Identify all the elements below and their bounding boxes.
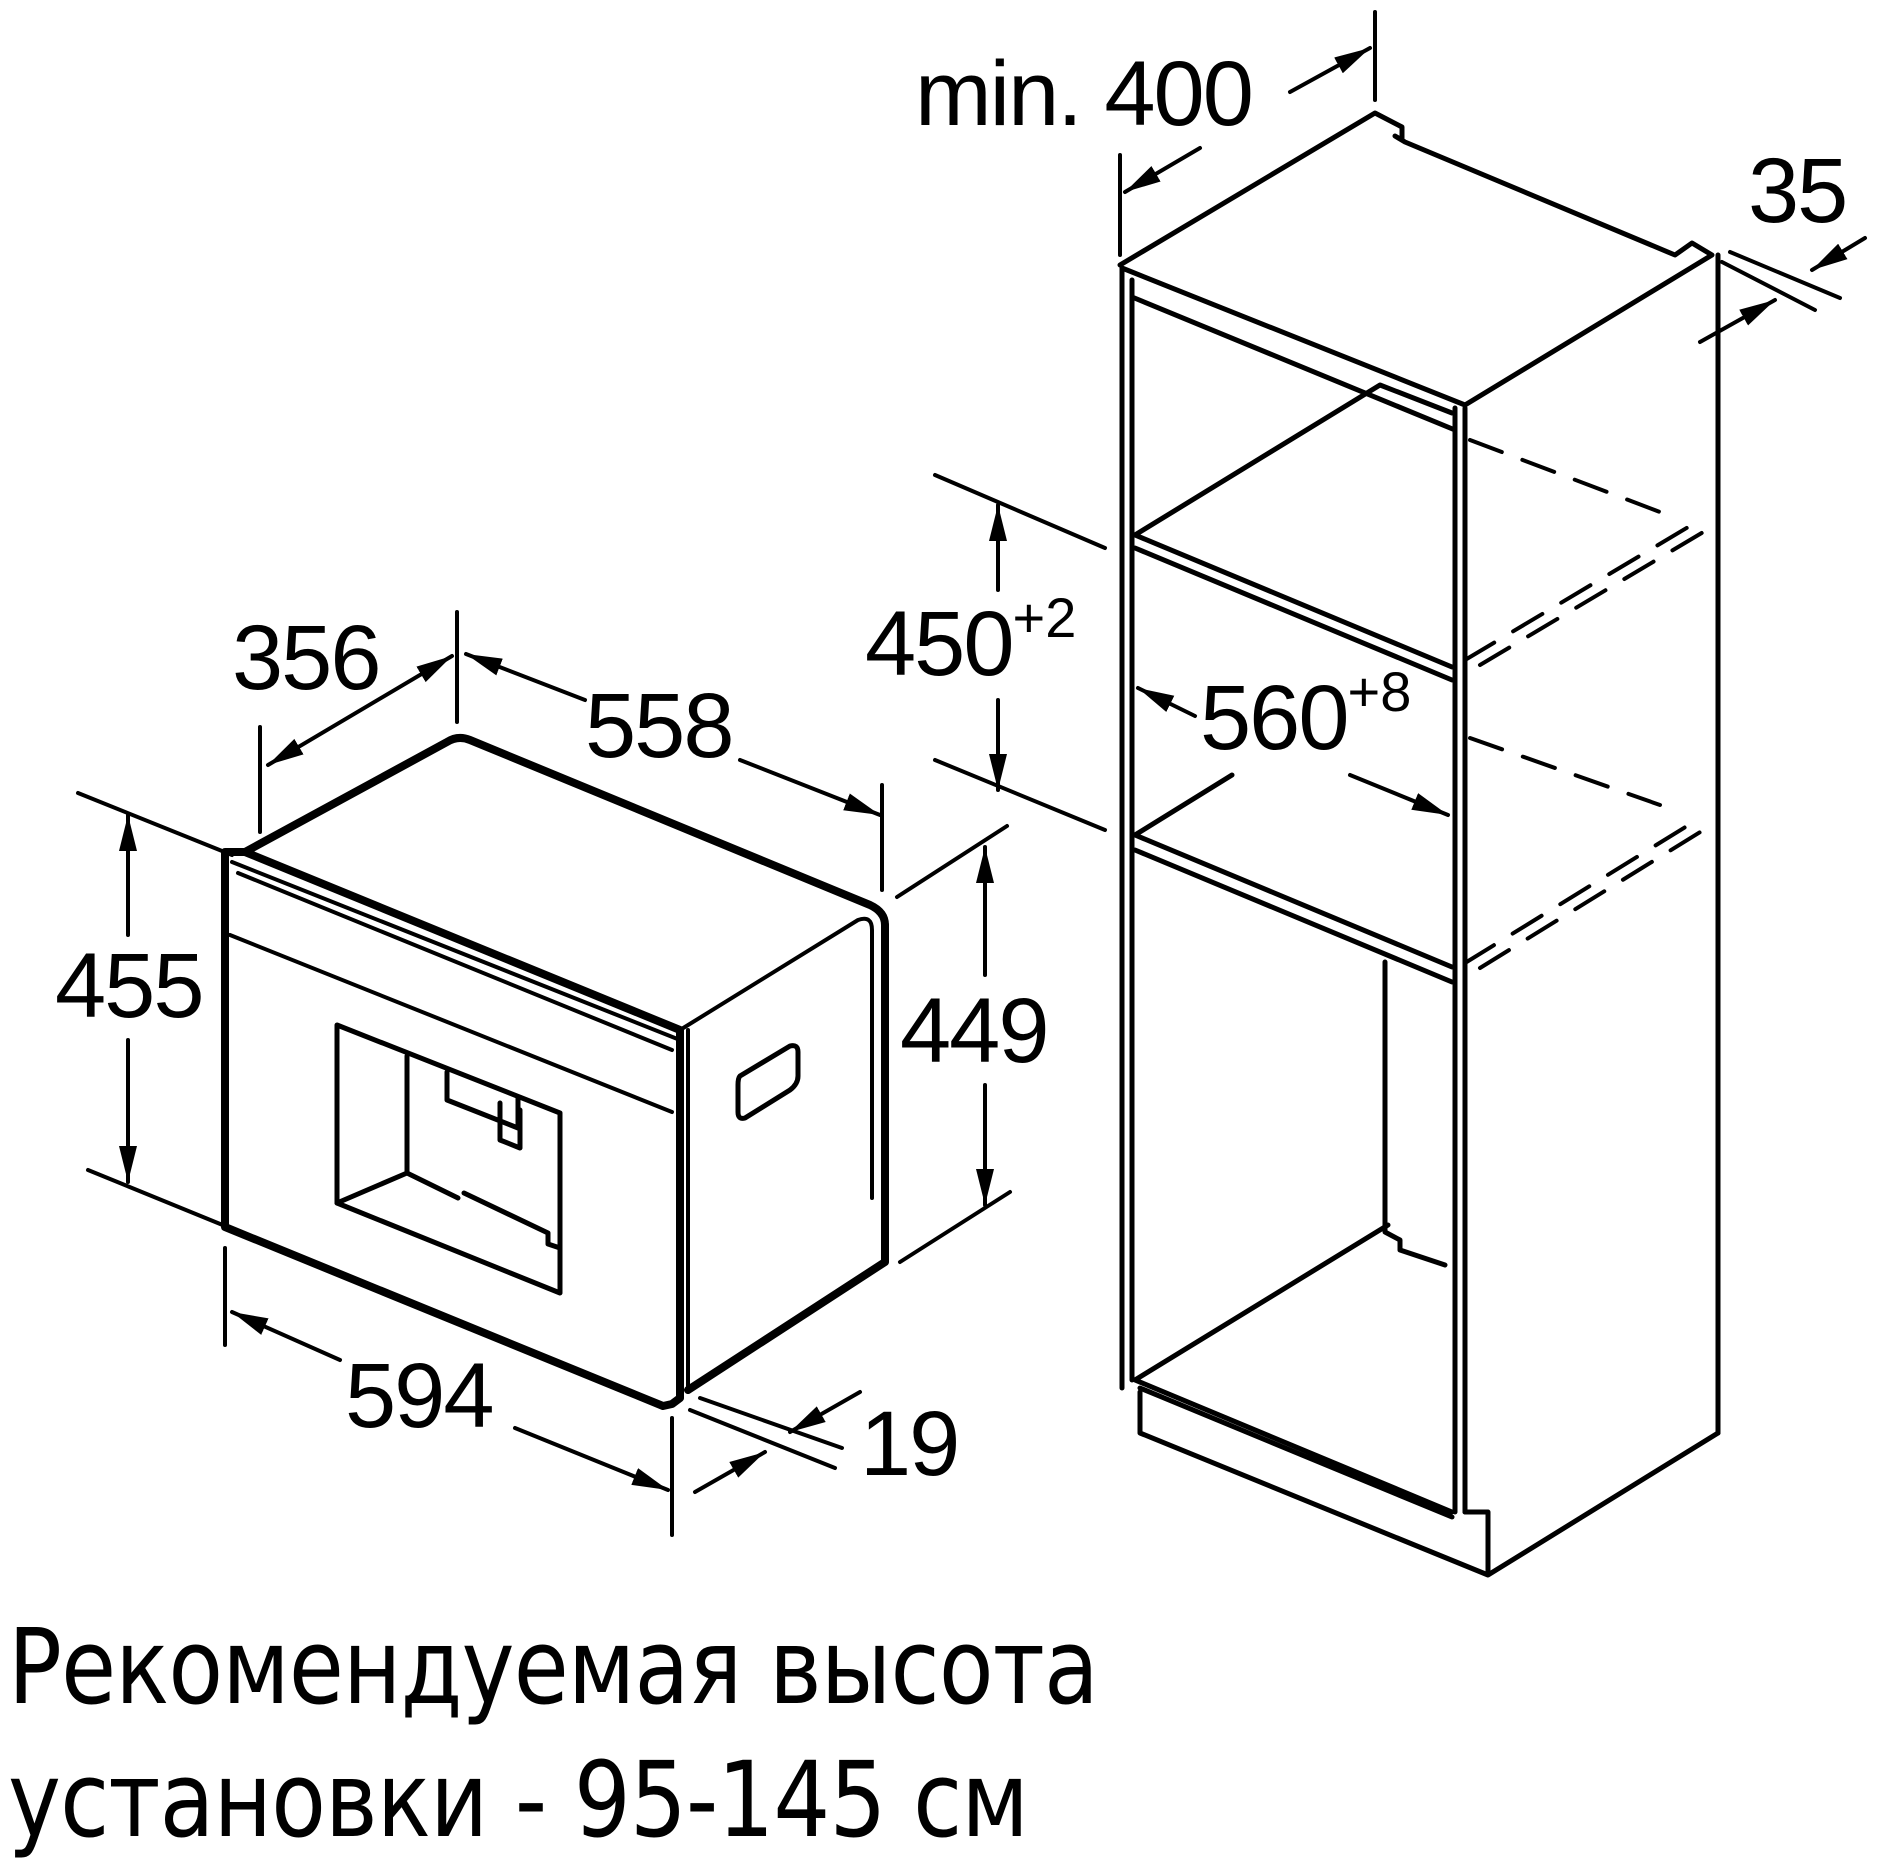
hidden-edge-lower — [1463, 736, 1712, 970]
caption-line-1: Рекомендуемая высота — [8, 1606, 1099, 1728]
control-strip-line — [228, 933, 674, 1114]
dim-depth-356: 356 — [232, 607, 381, 709]
drip-tray-edge — [404, 1170, 563, 1251]
dim-front-594: 594 — [345, 1345, 494, 1447]
dim-min-400: min. 400 — [915, 43, 1254, 145]
dim-niche-width-base: 560 — [1200, 667, 1349, 769]
cabinet-dimension-lines — [933, 10, 1867, 832]
dim-gap-35: 35 — [1748, 140, 1848, 242]
dim-width-558: 558 — [585, 675, 734, 777]
front-panel-outline — [221, 848, 684, 1410]
lower-compartment — [1132, 959, 1455, 1520]
caption-line-2: установки - 95-145 см — [8, 1739, 1029, 1861]
top-bevel-line — [230, 860, 682, 1042]
top-face-edge — [241, 733, 889, 929]
upper-compartment — [1129, 294, 1458, 683]
side-vent-slot — [735, 1043, 801, 1121]
appliance-drawing — [221, 733, 889, 1410]
niche-compartment — [1132, 772, 1455, 985]
dim-panel-19: 19 — [860, 1393, 960, 1495]
cabinet-plinth — [1137, 1389, 1721, 1578]
side-inner-edge — [678, 916, 874, 1200]
dim-niche-width: 560+8 — [1200, 664, 1411, 765]
hidden-edge-upper — [1463, 438, 1712, 667]
dim-niche-height-tolerance: +2 — [1012, 586, 1077, 649]
coffee-spout — [444, 1069, 523, 1151]
appliance-dimension-lines — [76, 610, 1012, 1537]
dim-niche-height: 450+2 — [865, 590, 1076, 691]
side-face-edge — [684, 921, 889, 1394]
dispenser-niche-back — [334, 1053, 410, 1206]
cabinet-drawing — [1117, 110, 1721, 1578]
cabinet-top — [1117, 110, 1715, 408]
dim-niche-height-base: 450 — [865, 593, 1014, 695]
dim-height-455: 455 — [55, 935, 204, 1037]
dim-height-449: 449 — [900, 980, 1049, 1082]
dispenser-niche-outer — [334, 1022, 563, 1296]
top-bevel-line-2 — [236, 871, 674, 1052]
dim-niche-width-tolerance: +8 — [1347, 660, 1412, 723]
